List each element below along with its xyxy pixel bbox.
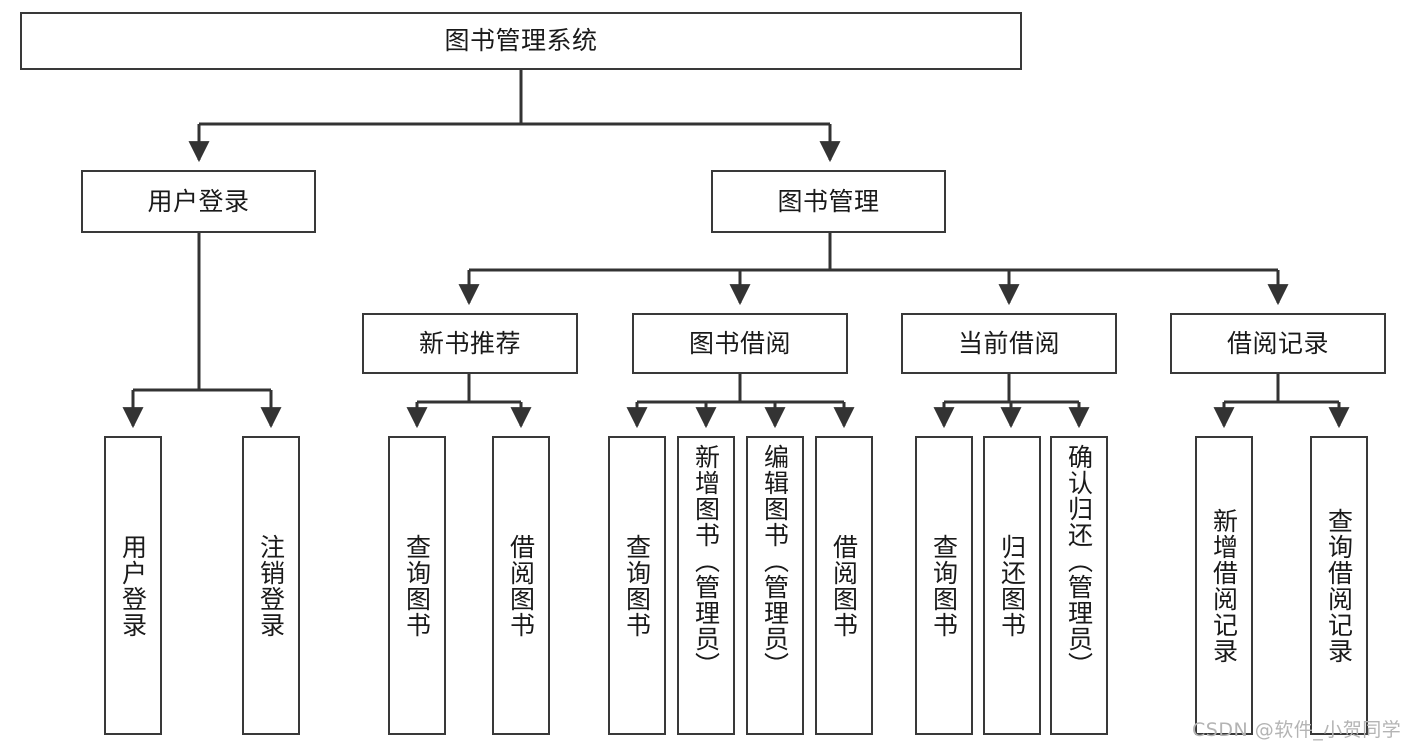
- node-leaf-borrow-book-2-label: 借阅图书: [829, 533, 859, 638]
- node-new-book-recommend[interactable]: 新书推荐: [362, 313, 578, 374]
- node-leaf-add-record-label: 新增借阅记录: [1209, 507, 1239, 664]
- node-book-borrow-label: 图书借阅: [688, 328, 791, 358]
- node-leaf-add-book-label: 新增图书（管理员）: [691, 444, 721, 678]
- node-borrow-record-label: 借阅记录: [1226, 328, 1329, 358]
- node-leaf-borrow-book-2[interactable]: 借阅图书: [815, 436, 873, 735]
- node-leaf-edit-book[interactable]: 编辑图书（管理员）: [746, 436, 804, 735]
- node-leaf-query-book-3-label: 查询图书: [929, 533, 959, 638]
- node-leaf-add-record[interactable]: 新增借阅记录: [1195, 436, 1253, 735]
- node-new-book-recommend-label: 新书推荐: [418, 328, 521, 358]
- node-book-borrow[interactable]: 图书借阅: [632, 313, 848, 374]
- node-leaf-borrow-book-1[interactable]: 借阅图书: [492, 436, 550, 735]
- node-leaf-query-record-label: 查询借阅记录: [1324, 507, 1354, 664]
- node-leaf-confirm-return-label: 确认归还（管理员）: [1064, 444, 1094, 678]
- node-leaf-user-logout-label: 注销登录: [256, 533, 286, 638]
- node-root-label: 图书管理系统: [444, 26, 598, 56]
- node-book-management[interactable]: 图书管理: [711, 170, 946, 233]
- node-leaf-return-book-label: 归还图书: [997, 533, 1027, 638]
- node-current-borrow[interactable]: 当前借阅: [901, 313, 1117, 374]
- node-current-borrow-label: 当前借阅: [957, 328, 1060, 358]
- watermark: CSDN @软件_小贺同学: [1192, 719, 1402, 741]
- node-leaf-query-book-1-label: 查询图书: [402, 533, 432, 638]
- node-leaf-query-book-2[interactable]: 查询图书: [608, 436, 666, 735]
- node-leaf-query-book-1[interactable]: 查询图书: [388, 436, 446, 735]
- node-leaf-user-logout[interactable]: 注销登录: [242, 436, 300, 735]
- node-leaf-query-record[interactable]: 查询借阅记录: [1310, 436, 1368, 735]
- node-book-management-label: 图书管理: [777, 186, 880, 216]
- node-leaf-query-book-3[interactable]: 查询图书: [915, 436, 973, 735]
- node-leaf-edit-book-label: 编辑图书（管理员）: [760, 444, 790, 678]
- node-leaf-return-book[interactable]: 归还图书: [983, 436, 1041, 735]
- node-leaf-confirm-return[interactable]: 确认归还（管理员）: [1050, 436, 1108, 735]
- node-leaf-query-book-2-label: 查询图书: [622, 533, 652, 638]
- node-borrow-record[interactable]: 借阅记录: [1170, 313, 1386, 374]
- node-leaf-user-login-label: 用户登录: [118, 533, 148, 638]
- node-user-login[interactable]: 用户登录: [81, 170, 316, 233]
- node-root[interactable]: 图书管理系统: [20, 12, 1022, 70]
- node-leaf-user-login[interactable]: 用户登录: [104, 436, 162, 735]
- node-leaf-add-book[interactable]: 新增图书（管理员）: [677, 436, 735, 735]
- node-leaf-borrow-book-1-label: 借阅图书: [506, 533, 536, 638]
- node-user-login-label: 用户登录: [147, 186, 250, 216]
